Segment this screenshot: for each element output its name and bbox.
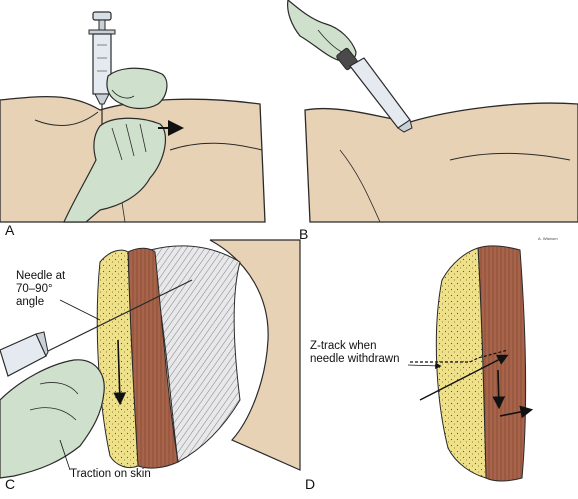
fat-layer xyxy=(435,247,487,479)
artist-signature: A. Wistrom xyxy=(538,236,558,241)
gloved-hand-icon xyxy=(0,359,105,479)
panel-letter-d: D xyxy=(305,476,316,492)
skin-layer xyxy=(209,239,301,471)
arrow-withdrawal-icon xyxy=(419,354,509,401)
syringe-icon xyxy=(336,47,413,133)
needle-label-line1: Needle at xyxy=(16,270,66,282)
panel-b: A. Wistrom xyxy=(287,0,578,241)
syringe-icon xyxy=(0,279,193,377)
panel-c xyxy=(0,239,301,479)
leader-line xyxy=(59,299,101,321)
thigh-skin xyxy=(304,102,578,223)
panel-letter-b: B xyxy=(299,226,309,242)
syringe-icon xyxy=(88,11,116,128)
arrow-right-icon xyxy=(499,405,534,419)
arrow-down-icon xyxy=(492,369,506,410)
z-track-line xyxy=(410,349,509,363)
hatched-fascia xyxy=(149,245,241,463)
needle-label-line2: 70–90° xyxy=(16,283,53,295)
gloved-hand-icon xyxy=(106,67,168,110)
ztrack-label-line2: needle withdrawn xyxy=(310,353,400,365)
arrow-down-icon xyxy=(113,339,127,406)
leader-line xyxy=(407,362,442,370)
panel-d xyxy=(407,245,534,482)
needle-label-line3: angle xyxy=(16,296,45,308)
gloved-hand-icon xyxy=(63,117,167,223)
panel-letter-c: C xyxy=(5,476,16,492)
ztrack-label-line1: Z-track when xyxy=(310,340,377,352)
needle-angle-label: Needle at 70–90° angle xyxy=(16,270,65,309)
traction-label: Traction on skin xyxy=(70,468,151,480)
leader-line xyxy=(59,439,71,471)
ztrack-label: Z-track when needle withdrawn xyxy=(310,340,400,366)
panel-letter-a: A xyxy=(5,222,15,238)
panel-a xyxy=(0,11,266,223)
